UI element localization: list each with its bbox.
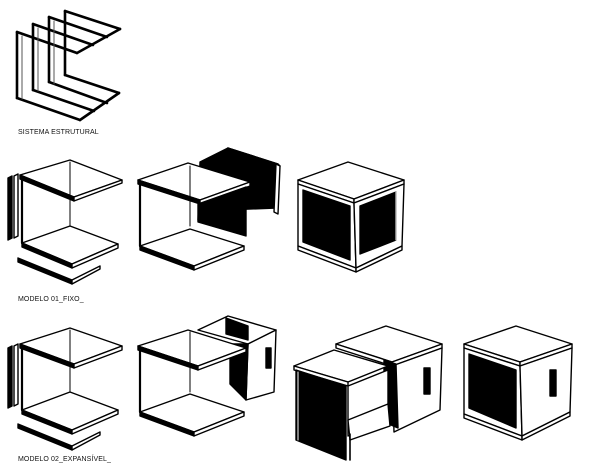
caption-structural-system: SISTEMA ESTRUTURAL xyxy=(18,129,99,136)
model-02-stage-1 xyxy=(7,327,123,451)
model-01-stage-2 xyxy=(137,147,281,271)
model-02-stage-2 xyxy=(137,315,277,437)
structural-frame xyxy=(15,9,122,122)
model-02-stage-3 xyxy=(293,325,443,461)
caption-model-01: MODELO 01_FIXO_ xyxy=(18,296,84,303)
caption-model-02: MODELO 02_EXPANSÍVEL_ xyxy=(18,456,112,463)
model-01-stage-1 xyxy=(7,159,123,285)
model-01-stage-3 xyxy=(297,161,405,273)
model-02-stage-4 xyxy=(463,325,573,441)
